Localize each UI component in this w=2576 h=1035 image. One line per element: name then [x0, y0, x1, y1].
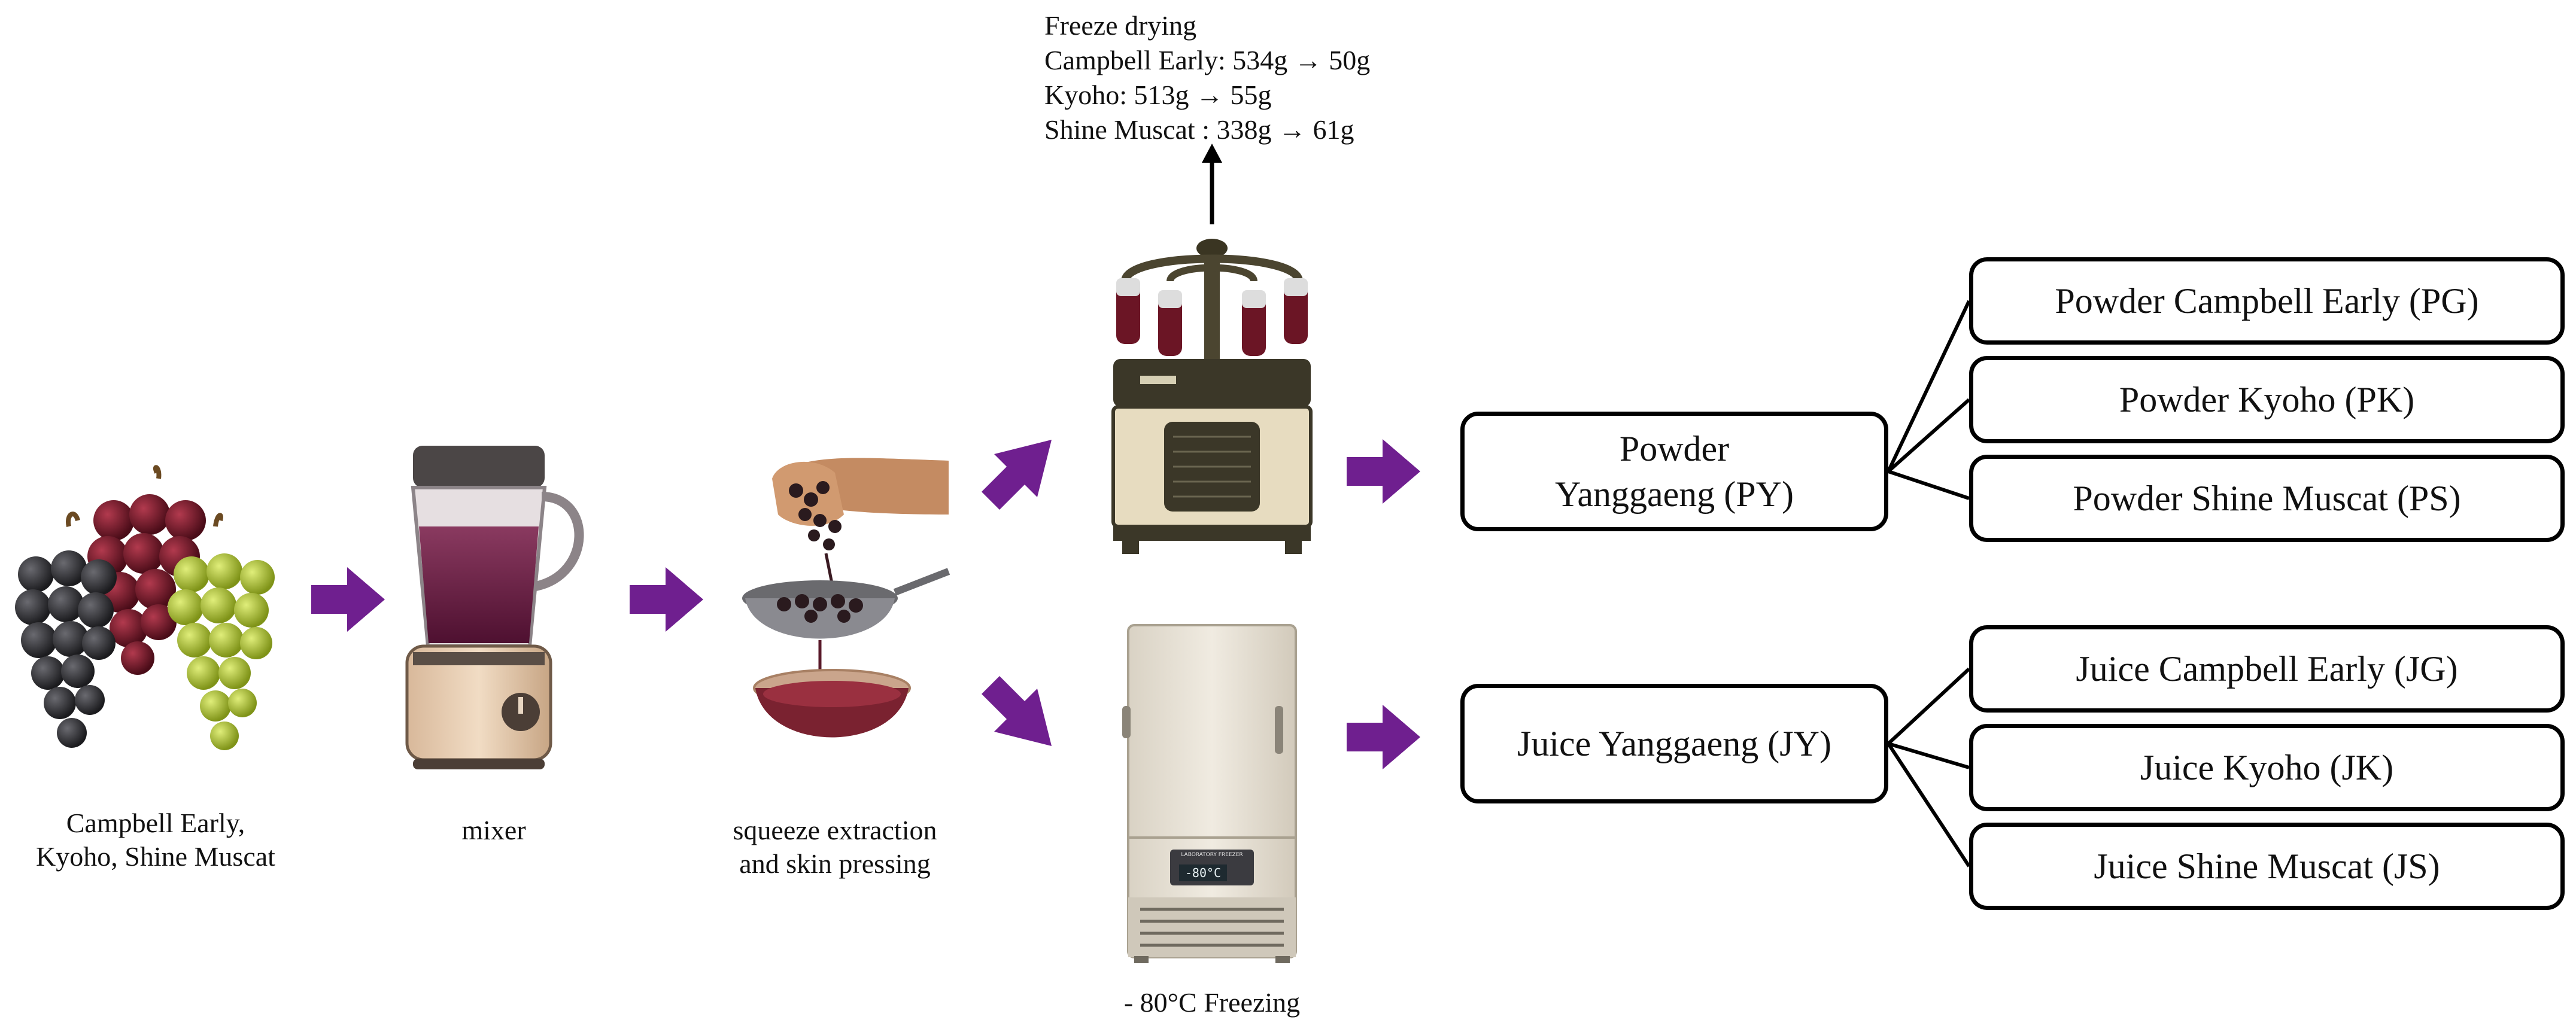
- powder-yanggaeng-line-2: Yanggaeng (PY): [1555, 474, 1794, 514]
- extraction-caption: squeeze extraction and skin pressing: [694, 814, 976, 881]
- arrow-to-powder-yanggaeng: [1347, 439, 1420, 504]
- powder-yanggaeng-line-1: Powder: [1619, 429, 1730, 468]
- powder-kyoho-box: Powder Kyoho (PK): [1969, 356, 2565, 443]
- grapes-caption: Campbell Early, Kyoho, Shine Muscat: [12, 806, 299, 873]
- freezer-temperature-display: -80°C: [1184, 866, 1222, 880]
- arrow-to-juice-yanggaeng: [1347, 705, 1420, 769]
- freeze-drying-note: Freeze drying Campbell Early: 534g → 50g…: [1044, 8, 1370, 147]
- juice-yanggaeng-box: Juice Yanggaeng (JY): [1460, 684, 1888, 803]
- juice-campbell-early-box: Juice Campbell Early (JG): [1969, 625, 2565, 713]
- grapes-caption-line-1: Campbell Early,: [66, 808, 245, 838]
- extraction-caption-line-2: and skin pressing: [739, 848, 931, 879]
- mixer-illustration: [405, 446, 584, 769]
- arrow-to-freezer: [982, 676, 1052, 746]
- freezing-caption: - 80°C Freezing: [1123, 987, 1301, 1018]
- extraction-caption-line-1: squeeze extraction: [733, 815, 937, 845]
- mixer-caption: mixer: [461, 815, 526, 845]
- freezer-panel-label: LABORATORY FREEZER: [1181, 852, 1243, 858]
- freezer-illustration: [1122, 624, 1297, 963]
- juice-branch-lines: [1887, 667, 1971, 867]
- freeze-drying-yield-campbell: Campbell Early: 534g → 50g: [1044, 45, 1371, 75]
- freeze-dryer-illustration: [1111, 144, 1313, 554]
- arrow-grapes-to-mixer: [311, 567, 385, 632]
- powder-campbell-early-box: Powder Campbell Early (PG): [1969, 257, 2565, 345]
- powder-shine-muscat-box: Powder Shine Muscat (PS): [1969, 455, 2565, 542]
- grapes-caption-line-2: Kyoho, Shine Muscat: [36, 841, 275, 872]
- freeze-drying-yield-shine-muscat: Shine Muscat : 338g → 61g: [1044, 114, 1354, 145]
- juice-shine-muscat-box: Juice Shine Muscat (JS): [1969, 823, 2565, 910]
- freeze-drying-title: Freeze drying: [1044, 10, 1197, 41]
- process-arrows: [311, 439, 1420, 769]
- arrow-mixer-to-extraction: [630, 567, 703, 632]
- freeze-drying-yield-kyoho: Kyoho: 513g → 55g: [1044, 80, 1272, 110]
- arrow-to-freeze-dryer: [982, 440, 1052, 510]
- powder-branch-lines: [1887, 300, 1971, 500]
- powder-yanggaeng-box: Powder Yanggaeng (PY): [1460, 412, 1888, 531]
- squeeze-extraction-illustration: [742, 458, 950, 738]
- grapes-illustration: [15, 465, 275, 750]
- juice-kyoho-box: Juice Kyoho (JK): [1969, 724, 2565, 811]
